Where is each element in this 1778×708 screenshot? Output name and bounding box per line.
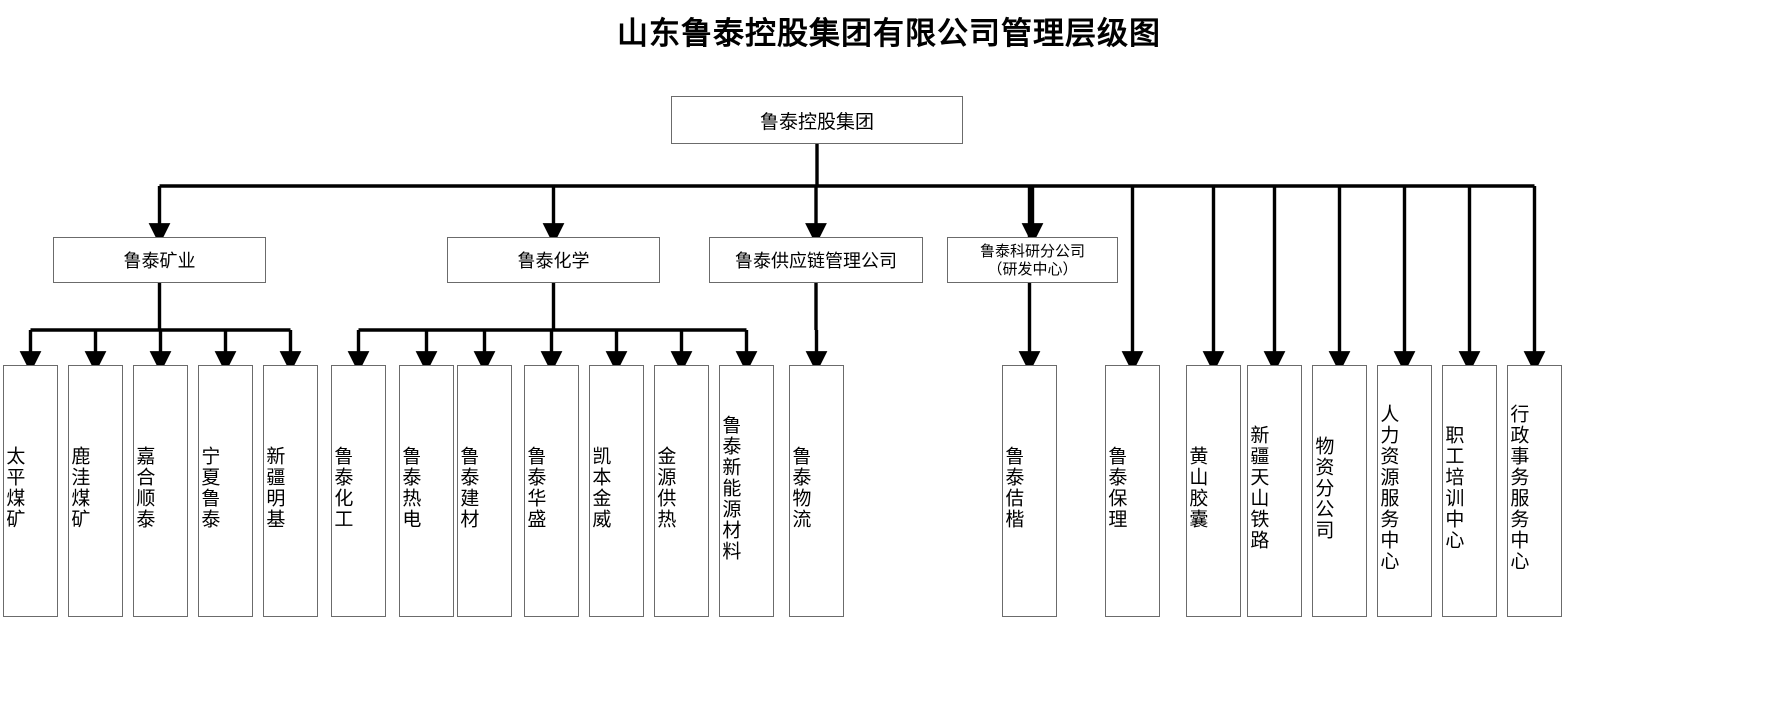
node-leaf-16[interactable]: 黄山胶囊	[1186, 365, 1241, 617]
leaf-text-wrap: 凯本金威	[589, 366, 643, 616]
node-label: 新疆明基	[263, 446, 286, 530]
node-label: 物资分公司	[1312, 435, 1335, 541]
leaf-text-wrap: 鲁泰华盛	[524, 366, 578, 616]
node-leaf-2[interactable]: 鹿洼煤矿	[68, 365, 123, 617]
node-label: 嘉合顺泰	[133, 446, 156, 530]
node-label: 凯本金威	[589, 446, 612, 530]
node-leaf-1[interactable]: 太平煤矿	[3, 365, 58, 617]
leaf-text-wrap: 嘉合顺泰	[133, 366, 187, 616]
node-leaf-6[interactable]: 鲁泰化工	[331, 365, 386, 617]
leaf-text-wrap: 鹿洼煤矿	[68, 366, 122, 616]
node-division-3[interactable]: 鲁泰供应链管理公司	[709, 237, 923, 283]
node-sublabel: （研发中心）	[987, 260, 1078, 278]
leaf-text-wrap: 行政事务服务中心	[1507, 366, 1561, 616]
node-leaf-11[interactable]: 金源供热	[654, 365, 709, 617]
leaf-text-wrap: 鲁泰化工	[331, 366, 385, 616]
node-label: 鲁泰化学	[517, 251, 590, 272]
node-leaf-5[interactable]: 新疆明基	[263, 365, 318, 617]
node-label: 鲁泰供应链管理公司	[735, 251, 897, 272]
node-leaf-9[interactable]: 鲁泰华盛	[524, 365, 579, 617]
node-division-1[interactable]: 鲁泰矿业	[53, 237, 266, 283]
node-leaf-20[interactable]: 职工培训中心	[1442, 365, 1497, 617]
node-label: 鲁泰佶楷	[1002, 446, 1025, 530]
node-label: 宁夏鲁泰	[198, 446, 221, 530]
leaf-text-wrap: 职工培训中心	[1442, 366, 1496, 616]
leaf-text-wrap: 太平煤矿	[3, 366, 57, 616]
leaf-text-wrap: 鲁泰保理	[1105, 366, 1159, 616]
leaf-text-wrap: 鲁泰新能源材料	[719, 366, 773, 616]
node-label: 鹿洼煤矿	[68, 446, 91, 530]
leaf-text-wrap: 黄山胶囊	[1186, 366, 1240, 616]
leaf-text-wrap: 鲁泰物流	[789, 366, 843, 616]
node-label: 金源供热	[654, 446, 677, 530]
node-leaf-19[interactable]: 人力资源服务中心	[1377, 365, 1432, 617]
leaf-text-wrap: 物资分公司	[1312, 366, 1366, 616]
node-label: 鲁泰化工	[331, 446, 354, 530]
page-title: 山东鲁泰控股集团有限公司管理层级图	[617, 16, 1161, 52]
node-leaf-12[interactable]: 鲁泰新能源材料	[719, 365, 774, 617]
node-label: 鲁泰新能源材料	[719, 414, 742, 562]
node-label: 行政事务服务中心	[1507, 404, 1530, 572]
node-leaf-3[interactable]: 嘉合顺泰	[133, 365, 188, 617]
node-label: 新疆天山铁路	[1247, 425, 1270, 551]
node-label: 鲁泰物流	[789, 446, 812, 530]
node-label: 鲁泰控股集团	[759, 110, 874, 133]
node-label: 鲁泰建材	[457, 446, 480, 530]
node-leaf-18[interactable]: 物资分公司	[1312, 365, 1367, 617]
node-root[interactable]: 鲁泰控股集团	[671, 96, 963, 144]
node-leaf-14[interactable]: 鲁泰佶楷	[1002, 365, 1057, 617]
node-leaf-13[interactable]: 鲁泰物流	[789, 365, 844, 617]
leaf-text-wrap: 宁夏鲁泰	[198, 366, 252, 616]
node-label: 人力资源服务中心	[1377, 404, 1400, 572]
node-label: 鲁泰矿业	[123, 251, 196, 272]
node-label: 鲁泰热电	[399, 446, 422, 530]
leaf-text-wrap: 鲁泰建材	[457, 366, 511, 616]
node-division-2[interactable]: 鲁泰化学	[447, 237, 660, 283]
node-leaf-21[interactable]: 行政事务服务中心	[1507, 365, 1562, 617]
node-leaf-8[interactable]: 鲁泰建材	[457, 365, 512, 617]
leaf-text-wrap: 鲁泰佶楷	[1002, 366, 1056, 616]
leaf-text-wrap: 新疆明基	[263, 366, 317, 616]
node-label: 职工培训中心	[1442, 425, 1465, 551]
node-label: 太平煤矿	[3, 446, 26, 530]
node-label: 黄山胶囊	[1186, 446, 1209, 530]
node-leaf-15[interactable]: 鲁泰保理	[1105, 365, 1160, 617]
leaf-text-wrap: 新疆天山铁路	[1247, 366, 1301, 616]
leaf-text-wrap: 金源供热	[654, 366, 708, 616]
leaf-text-wrap: 人力资源服务中心	[1377, 366, 1431, 616]
leaf-text-wrap: 鲁泰热电	[399, 366, 453, 616]
node-leaf-17[interactable]: 新疆天山铁路	[1247, 365, 1302, 617]
node-label: 鲁泰保理	[1105, 446, 1128, 530]
node-leaf-7[interactable]: 鲁泰热电	[399, 365, 454, 617]
node-label: 鲁泰华盛	[524, 446, 547, 530]
node-division-4[interactable]: 鲁泰科研分公司（研发中心）	[947, 237, 1118, 283]
node-leaf-4[interactable]: 宁夏鲁泰	[198, 365, 253, 617]
node-label: 鲁泰科研分公司	[979, 241, 1085, 260]
node-leaf-10[interactable]: 凯本金威	[589, 365, 644, 617]
